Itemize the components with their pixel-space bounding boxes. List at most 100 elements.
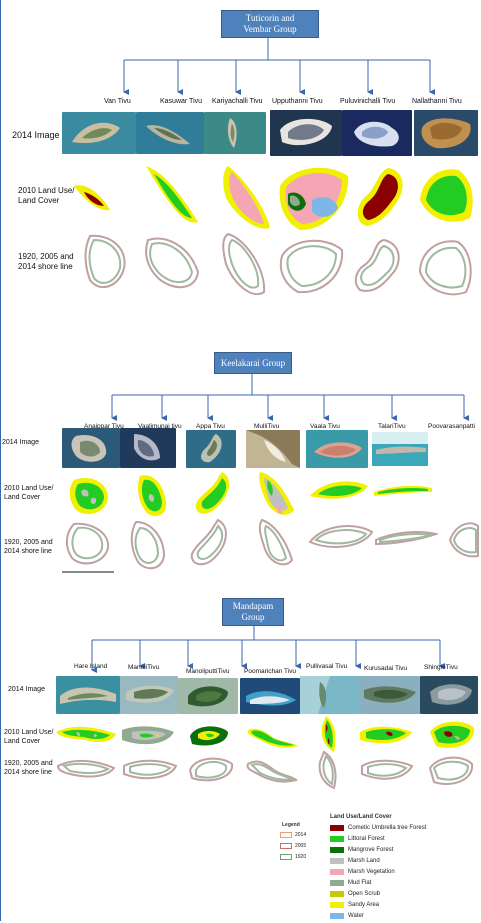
legend-lulc-item: Water	[330, 913, 364, 919]
legend-lulc-item: Mud Flat	[330, 880, 371, 886]
satellite-image-anaippar-tivu	[62, 428, 120, 468]
legend-key-label: 1920	[295, 854, 306, 860]
landuse-map-puluvinichalli-tivu	[352, 164, 414, 232]
satellite-image-poomarichan-tivu	[240, 678, 300, 714]
legend-key-swatch	[280, 832, 292, 838]
row-label-image: 2014 Image	[2, 439, 39, 448]
shoreline-map-nallathanni-tivu	[414, 232, 476, 300]
island-label-mulli-tivu: MulliTivu	[254, 423, 279, 430]
satellite-image-kariyachalli-tivu	[204, 112, 266, 154]
shoreline-map-upputhanni-tivu	[276, 232, 348, 298]
satellite-image-van-tivu	[62, 112, 136, 154]
shoreline-map-vaala-tivu	[306, 520, 376, 554]
row-label-line: 2010 Land Use/	[4, 729, 53, 738]
legend-lulc-item: Sandy Area	[330, 902, 379, 908]
landuse-map-manoliputti-tivu	[184, 720, 234, 750]
legend-lulc-item: Marsh Land	[330, 858, 380, 864]
legend-swatch	[330, 891, 344, 897]
satellite-image-manoliputti-tivu	[178, 678, 238, 714]
row-label-line: Land Cover	[4, 738, 53, 747]
group-title-line1: Keelakarai Group	[221, 358, 285, 369]
shoreline-map-van-tivu	[80, 228, 134, 300]
legend-label: Littoral Forest	[348, 836, 385, 842]
legend-key-label: 2005	[295, 843, 306, 849]
legend-key-item: 2014	[280, 832, 306, 838]
landuse-map-kurusadai-tivu	[356, 718, 416, 750]
satellite-image-shingle-tivu	[420, 676, 478, 714]
row-label-line: 2010 Land Use/	[4, 485, 53, 494]
shoreline-map-appa-tivu	[186, 516, 236, 572]
satellite-image-puluvinichalli-tivu	[342, 110, 412, 156]
satellite-image-manoli-tivu	[120, 676, 178, 714]
group-title-line1: Mandapam	[233, 601, 274, 612]
group-title-line1: Tuticorin and	[246, 13, 294, 24]
legend-swatch	[330, 880, 344, 886]
legend-swatch	[330, 847, 344, 853]
landuse-map-talari-tivu	[372, 480, 434, 500]
legend-label: Sandy Area	[348, 902, 379, 908]
legend-key-swatch	[280, 854, 292, 860]
shoreline-map-manoliputti-tivu	[184, 752, 238, 786]
row-label-line: 1920, 2005 and	[18, 252, 74, 262]
row-label-shoreline: 1920, 2005 and 2014 shore line	[4, 539, 53, 557]
satellite-image-appa-tivu	[186, 430, 236, 468]
satellite-image-nallathanni-tivu	[414, 110, 478, 156]
legend-swatch	[330, 858, 344, 864]
satellite-image-hare-island	[56, 676, 120, 714]
legend-swatch	[330, 869, 344, 875]
group-title-line2: Group	[242, 612, 265, 623]
shoreline-map-kariyachalli-tivu	[216, 228, 272, 302]
row-label-line: 2014 shore line	[4, 769, 53, 778]
legend-key-title: Legend	[282, 822, 300, 828]
shoreline-map-hare-island	[56, 752, 116, 784]
island-label-pullivasal-tivu: Pullivasal Tivu	[306, 663, 347, 670]
legend-label: Marsh Vegetation	[348, 869, 395, 875]
island-label-manoliputti-tivu: ManoliputtiTivu	[186, 668, 229, 675]
landuse-map-mulli-tivu	[254, 466, 300, 522]
island-label-manoli-tivu: ManoliTivu	[128, 664, 159, 671]
row-label-line: Land Cover	[18, 196, 75, 206]
shoreline-map-puluvinichalli-tivu	[350, 234, 410, 298]
landuse-map-anaippar-tivu	[64, 472, 114, 520]
landuse-map-manoli-tivu	[118, 720, 178, 750]
legend-lulc-item: Mangrove Forest	[330, 847, 393, 853]
row-label-line: 2010 Land Use/	[18, 186, 75, 196]
legend-label: Mangrove Forest	[348, 847, 393, 853]
legend-swatch	[330, 825, 344, 831]
satellite-image-vaalimunai-tivu	[120, 428, 176, 468]
group-title-tuticorin-vembar: Tuticorin and Vembar Group	[221, 10, 319, 38]
satellite-image-vaala-tivu	[306, 430, 368, 468]
satellite-image-kurusadai-tivu	[360, 676, 420, 714]
legend-key-label: 2014	[295, 832, 306, 838]
shoreline-map-talari-tivu	[374, 526, 438, 550]
group-title-line2: Vembar Group	[243, 24, 296, 35]
legend-label: Marsh Land	[348, 858, 380, 864]
island-label-talari-tivu: TalariTivu	[378, 423, 406, 430]
landuse-map-hare-island	[54, 718, 118, 748]
group-title-mandapam: Mandapam Group	[222, 598, 284, 626]
island-label-nallathanni-tivu: Nallathanni Tivu	[412, 98, 462, 105]
legend-key-item: 1920	[280, 854, 306, 860]
island-label-vaala-tivu: Vaala Tivu	[310, 423, 340, 430]
shoreline-map-mulli-tivu	[254, 516, 298, 572]
legend-lulc-item: Marsh Vegetation	[330, 869, 395, 875]
satellite-image-pullivasal-tivu	[300, 676, 360, 714]
group-title-keelakarai: Keelakarai Group	[214, 352, 292, 374]
landuse-map-vaalimunai-tivu	[132, 470, 176, 522]
legend-lulc-item: Littoral Forest	[330, 836, 385, 842]
island-label-upputhanni-tivu: Upputhanni Tivu	[272, 98, 323, 105]
landuse-map-vaala-tivu	[306, 476, 372, 504]
landuse-map-upputhanni-tivu	[276, 160, 352, 234]
legend-swatch	[330, 902, 344, 908]
row-label-shoreline: 1920, 2005 and 2014 shore line	[4, 760, 53, 778]
row-label-landuse: 2010 Land Use/ Land Cover	[4, 729, 53, 747]
landuse-map-van-tivu	[70, 172, 114, 218]
row-label-line: 2014 shore line	[4, 548, 53, 557]
landuse-map-nallathanni-tivu	[414, 160, 478, 230]
row-label-image: 2014 Image	[8, 686, 45, 695]
shoreline-map-vaalimunai-tivu	[124, 518, 174, 574]
row-label-image: 2014 Image	[12, 130, 60, 141]
satellite-image-mulli-tivu	[246, 430, 300, 468]
shoreline-map-shingle-tivu	[424, 750, 476, 790]
island-label-poovarasanpatti: Poovarasanpatti	[428, 423, 475, 430]
